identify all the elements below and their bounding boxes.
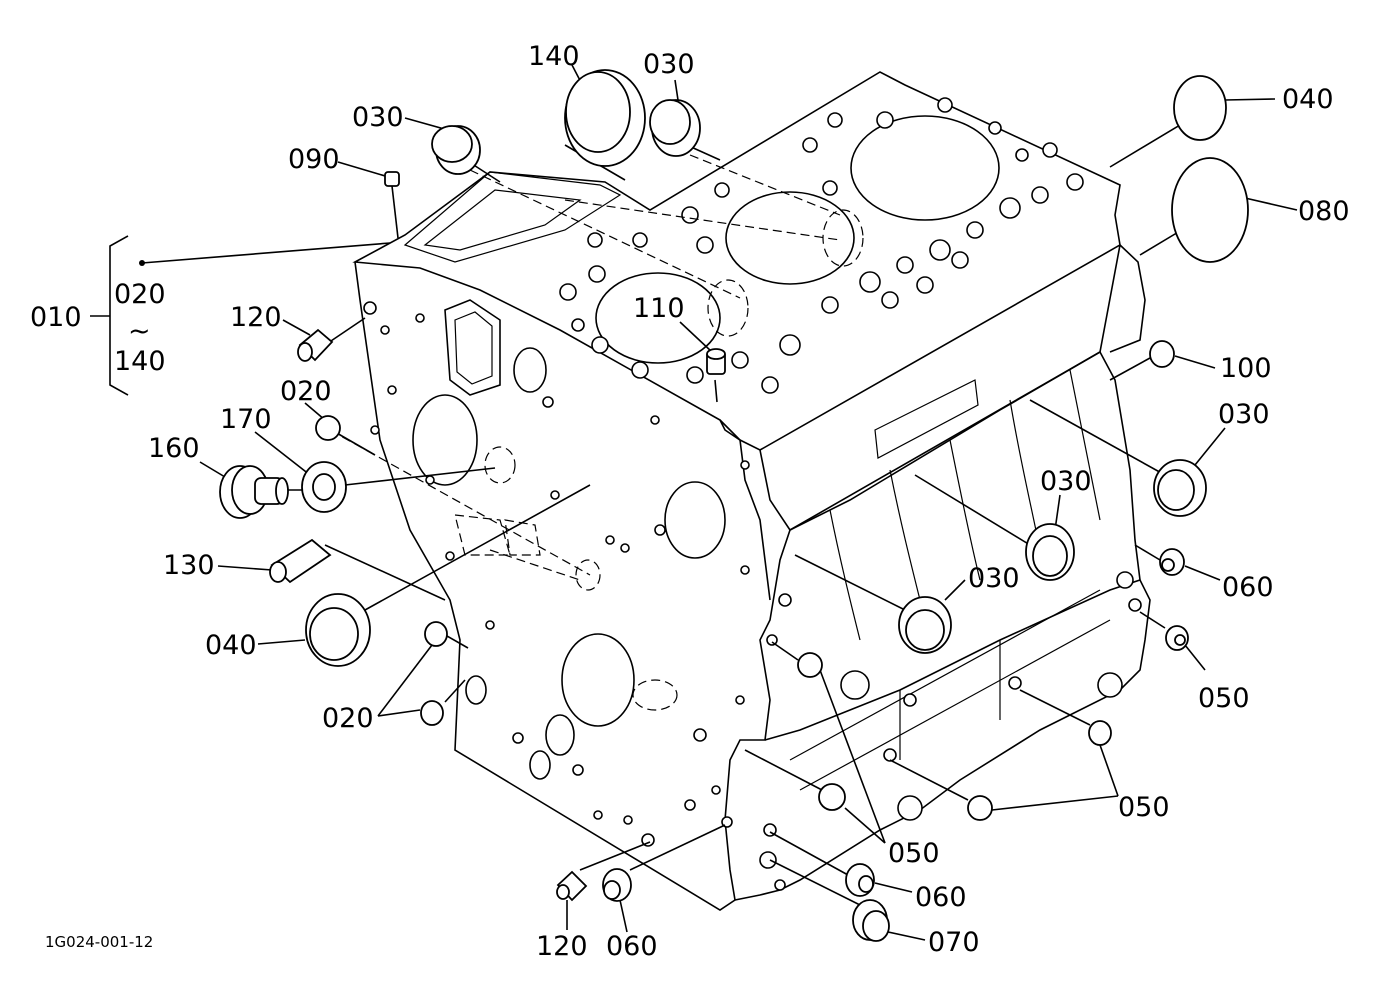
- callout-070: 070: [928, 927, 980, 958]
- callout-020-range-top: 020: [114, 279, 166, 310]
- callout-040-top-right: 040: [1282, 84, 1334, 115]
- part-100-sleeve: [1149, 340, 1175, 368]
- callout-140-range-bottom: 140: [114, 346, 166, 377]
- callout-120-top: 120: [230, 302, 282, 333]
- part-030-ring-lower: [898, 596, 952, 654]
- callout-060-right-top: 060: [1222, 572, 1274, 603]
- callout-030-right-middle: 030: [1040, 466, 1092, 497]
- part-060-plug-bottom: [602, 868, 632, 902]
- callout-030-top-middle: 030: [643, 49, 695, 80]
- deck-holes: [559, 97, 1084, 394]
- part-020-plug-lower-a: [424, 621, 448, 647]
- leader-lines: [90, 64, 1298, 941]
- callout-090: 090: [288, 144, 340, 175]
- part-170-washer: [301, 461, 347, 513]
- drawing-code: 1G024-001-12: [45, 933, 153, 951]
- front-face-holes: [363, 301, 750, 847]
- cylinder-block: [352, 71, 1151, 911]
- part-140-cap: [564, 69, 646, 167]
- part-020-plug-lower-b: [420, 700, 444, 726]
- part-030-ring-right-top: [1153, 459, 1207, 517]
- part-030-ring-right-middle: [1025, 523, 1075, 581]
- callout-labels: 010 020 ~ 140 090 030 140 030 040 080 12…: [30, 41, 1350, 962]
- callout-160: 160: [148, 433, 200, 464]
- part-040-ring-lower-left: [305, 593, 371, 667]
- callout-130: 130: [163, 550, 215, 581]
- alignment-lines: [329, 154, 864, 711]
- callout-030-top-left: 030: [352, 102, 404, 133]
- callout-030-right-top: 030: [1218, 399, 1270, 430]
- callout-050-right: 050: [1198, 683, 1250, 714]
- part-120-sleeve-bottom: [556, 870, 588, 902]
- callout-020-upper: 020: [280, 376, 332, 407]
- part-030-plug-top-middle: [649, 99, 701, 157]
- callout-050-lower-right: 050: [1118, 792, 1170, 823]
- callout-040-lower-left: 040: [205, 630, 257, 661]
- part-050-plug-right: [1165, 625, 1189, 651]
- callout-080: 080: [1298, 196, 1350, 227]
- callout-060-bottom-middle: 060: [915, 882, 967, 913]
- callout-030-lower: 030: [968, 563, 1020, 594]
- part-040-disc-top-right: [1173, 75, 1227, 141]
- callout-050-bottom-middle: 050: [888, 838, 940, 869]
- callout-170: 170: [220, 404, 272, 435]
- callout-140: 140: [528, 41, 580, 72]
- callout-110: 110: [633, 293, 685, 324]
- callout-010: 010: [30, 302, 82, 333]
- callout-020-lower: 020: [322, 703, 374, 734]
- part-080-disc: [1171, 157, 1249, 263]
- parts: [219, 69, 1249, 942]
- part-060-plug-right-top: [1159, 548, 1185, 576]
- part-120-sleeve-top: [297, 328, 334, 362]
- part-110-dowel: [706, 348, 726, 375]
- callout-060-bottom: 060: [606, 931, 658, 962]
- part-160-plug: [219, 465, 289, 519]
- part-030-plug-top-left: [431, 125, 481, 175]
- part-090-pin: [384, 171, 400, 187]
- part-020-plug-upper: [315, 415, 341, 441]
- callout-range-tilde: ~: [128, 316, 151, 347]
- part-050-plug-lower-right-a: [1088, 720, 1112, 746]
- part-060-plug-bottom-middle: [845, 863, 875, 897]
- callout-120-bottom: 120: [536, 931, 588, 962]
- part-050-plug-lower-right-b: [967, 795, 993, 821]
- part-130-tube: [269, 538, 332, 584]
- callout-100: 100: [1220, 353, 1272, 384]
- part-050-plug-middle-a: [797, 652, 823, 678]
- part-070-plug: [852, 899, 890, 942]
- part-050-plug-middle-b: [818, 783, 846, 811]
